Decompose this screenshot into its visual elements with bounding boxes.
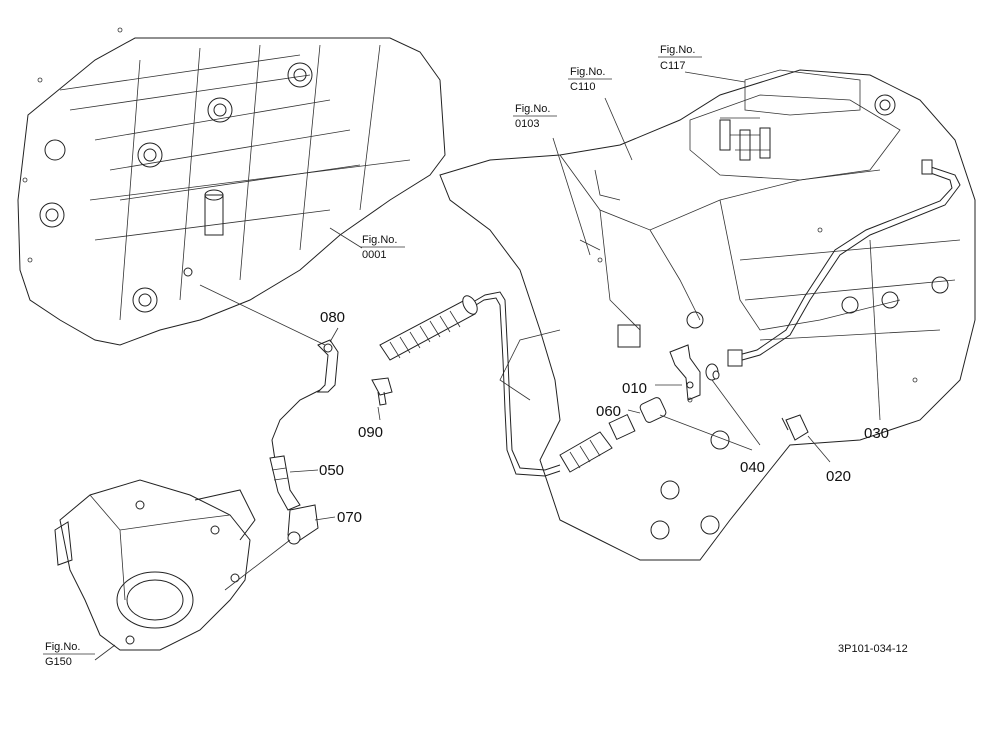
fig-ref-0001: Fig.No. 0001 (360, 234, 405, 261)
fig-ref-c117: Fig.No. C117 (658, 44, 702, 72)
fig-ref-g150-line1: Fig.No. (45, 641, 80, 653)
fig-ref-0001-line1: Fig.No. (362, 234, 397, 246)
fig-ref-c110-line2: C110 (570, 81, 595, 93)
hose-assembly (199, 284, 561, 545)
engine-block (17, 27, 446, 346)
pipe-030 (727, 159, 961, 367)
fig-ref-0103-line2: 0103 (515, 118, 539, 130)
fig-ref-g150: Fig.No. G150 (43, 641, 95, 668)
fig-ref-0103: Fig.No. 0103 (513, 103, 557, 130)
fig-ref-c117-line2: C117 (660, 60, 685, 72)
part-label-080: 080 (320, 309, 345, 326)
part-label-030: 030 (864, 425, 889, 442)
fig-ref-g150-line2: G150 (45, 656, 72, 668)
fig-ref-0001-line2: 0001 (362, 249, 386, 261)
part-label-070: 070 (337, 509, 362, 526)
part-label-060: 060 (596, 403, 621, 420)
front-housing (54, 479, 291, 651)
part-label-040: 040 (740, 459, 765, 476)
transmission-housing (439, 69, 976, 561)
fig-ref-0103-line1: Fig.No. (515, 103, 550, 115)
fig-ref-c110: Fig.No. C110 (568, 66, 612, 93)
part-label-090: 090 (358, 424, 383, 441)
fig-ref-c110-line1: Fig.No. (570, 66, 605, 78)
part-number-labels: 080 090 050 070 010 060 040 020 030 (319, 309, 889, 526)
part-label-020: 020 (826, 468, 851, 485)
leader-lines (94, 71, 881, 661)
fig-ref-c117-line1: Fig.No. (660, 44, 695, 56)
drawing-code: 3P101-034-12 (838, 643, 908, 655)
fittings-group (559, 344, 809, 473)
part-label-010: 010 (622, 380, 647, 397)
figure-ref-labels: Fig.No. G150 Fig.No. 0001 Fig.No. 0103 F… (43, 44, 702, 668)
part-label-050: 050 (319, 462, 344, 479)
